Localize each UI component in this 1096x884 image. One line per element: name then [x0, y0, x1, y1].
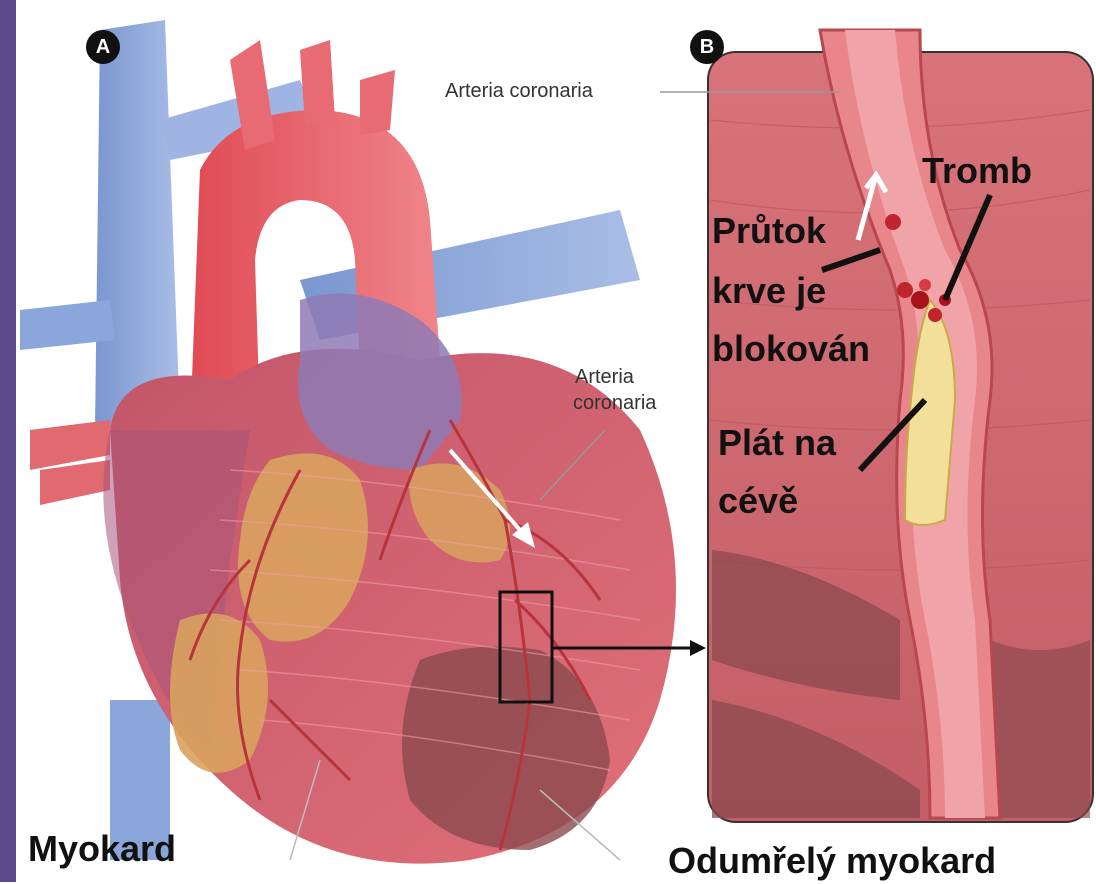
label-prutok-line1: Průtok	[712, 208, 826, 254]
label-prutok-line2: krve je	[712, 268, 826, 314]
label-plat-line1: Plát na	[718, 420, 836, 466]
panel-a-badge: A	[86, 30, 120, 64]
label-arteria-line2: coronaria	[573, 392, 656, 415]
panel-b-badge: B	[690, 30, 724, 64]
blood-cell	[885, 214, 901, 230]
label-arteria-line1: Arteria	[575, 366, 634, 389]
label-plat-line2: cévě	[718, 478, 798, 524]
label-arteria-coronaria-top: Arteria coronaria	[445, 80, 593, 103]
label-odumrely-myokard: Odumřelý myokard	[668, 838, 996, 884]
vena-cava	[95, 20, 180, 430]
label-myokard: Myokard	[28, 826, 176, 872]
label-prutok-line3: blokován	[712, 326, 870, 372]
label-tromb: Tromb	[922, 148, 1032, 194]
panel-a-heart	[20, 20, 706, 864]
